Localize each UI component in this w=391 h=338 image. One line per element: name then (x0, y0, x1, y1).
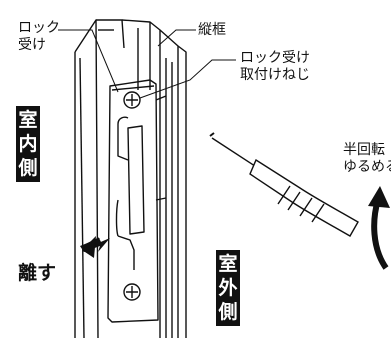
lock-receiver-line1: ロック (18, 20, 60, 36)
lock-receiver-line2: 受け (18, 37, 46, 53)
outdoor-char-3: 側 (218, 301, 238, 323)
screw-label-line1: ロック受け (240, 50, 310, 66)
lock-receiver-label: ロック 受け (18, 20, 60, 54)
separate-label: 離す (18, 262, 57, 284)
leader-vertical-frame (157, 29, 196, 47)
screwdriver-icon (209, 132, 359, 237)
half-turn-line1: 半回転 (343, 142, 385, 158)
screw-icon (123, 91, 141, 109)
outdoor-char-1: 室 (218, 253, 238, 275)
half-turn-label: 半回転 ゆるめる (343, 142, 391, 176)
vertical-frame-label: 縦框 (198, 22, 226, 38)
leader-lock-receiver (58, 29, 119, 93)
vertical-frame-channel (121, 19, 161, 338)
rotate-arrow-icon (371, 199, 389, 270)
indoor-side-badge: 室 内 側 (16, 106, 40, 182)
indoor-char-2: 内 (18, 133, 38, 155)
screw-label: ロック受け 取付けねじ (240, 50, 310, 84)
screw-label-line2: 取付けねじ (240, 67, 310, 83)
indoor-char-3: 側 (18, 157, 38, 179)
outdoor-char-2: 外 (218, 277, 238, 299)
outdoor-side-badge: 室 外 側 (216, 250, 240, 326)
leader-screw (139, 59, 236, 99)
lock-receiver-plate (107, 79, 159, 323)
indoor-char-1: 室 (18, 109, 38, 131)
half-turn-line2: ゆるめる (343, 159, 391, 175)
receiver-slot (127, 125, 145, 235)
